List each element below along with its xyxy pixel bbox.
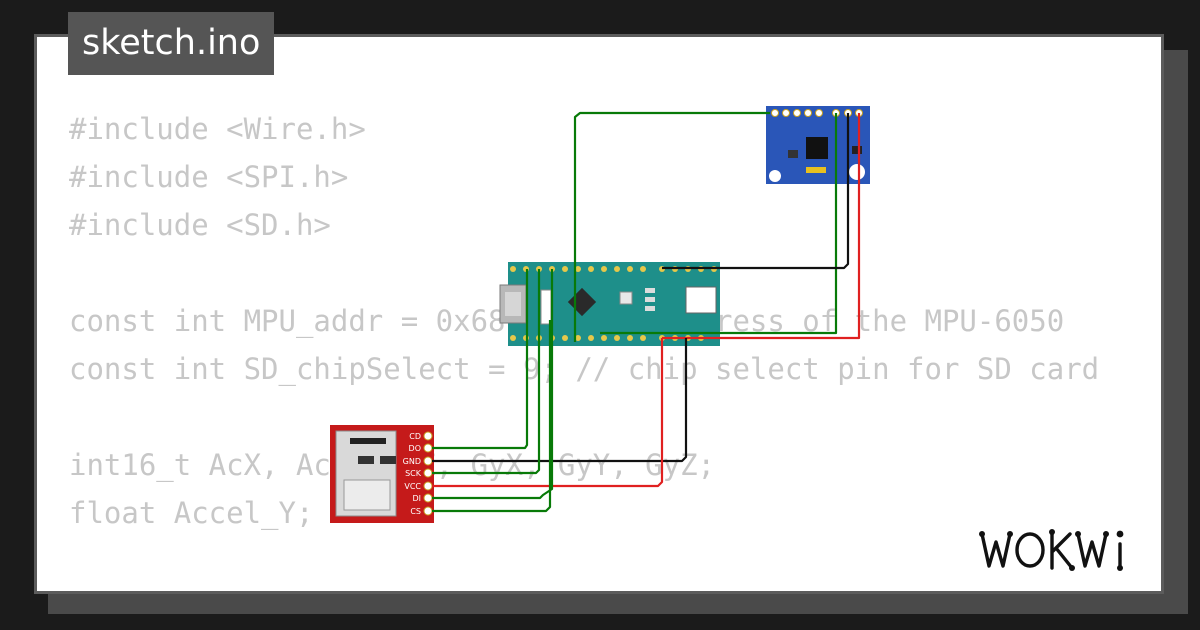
sd-pin-label: GND <box>403 457 421 466</box>
file-name-tag: sketch.ino <box>68 12 275 75</box>
wire-green[interactable] <box>600 113 838 335</box>
sd-pin-label: VCC <box>404 482 421 491</box>
arduino-bottom-pin-row <box>510 335 704 341</box>
sd-pin-label: CD <box>409 432 421 441</box>
sd-pin-label: CS <box>410 507 421 516</box>
sd-pin-label: SCK <box>405 469 422 478</box>
wire-black[interactable] <box>662 113 850 270</box>
sd-pin-label: DO <box>409 444 421 453</box>
wire-green[interactable] <box>573 111 770 342</box>
sd-card-module[interactable]: CD DO GND SCK VCC DI CS <box>330 425 434 523</box>
wire-green[interactable] <box>432 269 541 475</box>
mpu6050-pin-row <box>771 109 863 117</box>
wokwi-logo <box>979 529 1124 571</box>
code-line: #include <Wire.h> <box>69 112 366 146</box>
wire-red[interactable] <box>432 338 664 488</box>
wire-green[interactable] <box>432 269 554 500</box>
wire-red[interactable] <box>662 113 861 340</box>
wire-green[interactable] <box>432 320 552 513</box>
mpu6050-module[interactable] <box>766 106 870 184</box>
code-line: #include <SPI.h> <box>69 160 349 194</box>
code-line: #include <SD.h> <box>69 208 331 242</box>
sd-pin-label: DI <box>412 494 421 503</box>
wire-black[interactable] <box>432 338 688 463</box>
code-line: float Accel_Y; <box>69 496 314 530</box>
wire-green[interactable] <box>432 269 529 450</box>
